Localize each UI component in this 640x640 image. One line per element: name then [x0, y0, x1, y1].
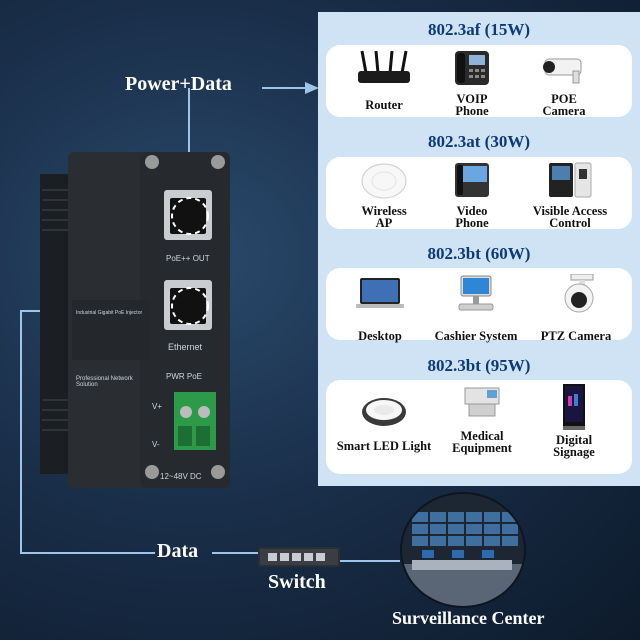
led-light-icon [334, 390, 434, 430]
switch-label: Switch [268, 571, 326, 593]
data-line-bottom [20, 552, 155, 554]
section-box-at: Wireless AP Video Phone Visible Access C… [326, 157, 632, 229]
label-voip-phone: VOIP Phone [455, 92, 489, 118]
label-medical: Medical Equipment [452, 429, 512, 455]
label-led-light: Smart LED Light [336, 439, 432, 453]
label-wireless-ap: Wireless AP [361, 204, 407, 230]
device-router: Router [338, 49, 430, 111]
device-voip-phone: VOIP Phone [426, 49, 518, 117]
wireless-ap-icon [338, 161, 430, 201]
ptz-camera-icon [526, 274, 626, 314]
brand-line-2: Professional Network Solution [76, 376, 133, 388]
section-title-at: 802.3at (30W) [428, 132, 530, 151]
power-data-label: Power+Data [125, 73, 232, 95]
arrow-right-icon [305, 82, 319, 94]
device-wireless-ap: Wireless AP [338, 161, 430, 229]
access-control-icon [516, 161, 624, 201]
label-video-phone: Video Phone [455, 204, 489, 230]
label-cashier: Cashier System [434, 329, 518, 343]
device-cashier: Cashier System [426, 274, 526, 342]
poe-out-label: PoE++ OUT [166, 254, 210, 263]
power-data-line-horizontal [262, 87, 312, 89]
device-video-phone: Video Phone [426, 161, 518, 229]
section-title-bt60: 802.3bt (60W) [427, 244, 531, 263]
label-access-control: Visible Access Control [532, 204, 608, 230]
v-minus-label: V- [152, 440, 160, 449]
label-signage: Digital Signage [553, 433, 595, 459]
signage-icon [524, 384, 624, 430]
desktop-icon [334, 274, 426, 314]
network-switch [258, 545, 340, 569]
section-box-bt60: Desktop Cashier System PTZ Camera [326, 268, 632, 342]
label-router: Router [365, 98, 403, 112]
device-poe-camera: POE Camera [518, 49, 610, 117]
label-poe-camera: POE Camera [542, 92, 586, 118]
pwr-poe-label: PWR PoE [166, 372, 203, 381]
device-medical: Medical Equipment [442, 384, 522, 454]
section-box-bt95: Smart LED Light Medical Equipment Digita… [326, 380, 632, 474]
label-ptz-camera: PTZ Camera [540, 329, 612, 343]
ethernet-port-icon [171, 287, 209, 325]
section-box-af: Router VOIP Phone POE Camera [326, 45, 632, 117]
poe-out-port-icon [171, 197, 209, 235]
section-title-bt95: 802.3bt (95W) [427, 356, 531, 375]
v-plus-label: V+ [152, 402, 163, 411]
brand-line-1: Industrial Gigabit PoE Injector [76, 310, 143, 316]
medical-icon [442, 384, 522, 424]
surveillance-center-image [400, 492, 526, 608]
voip-phone-icon [426, 49, 518, 89]
surveillance-center-label: Surveillance Center [392, 608, 545, 628]
ethernet-label: Ethernet [168, 342, 203, 352]
section-title-af: 802.3af (15W) [428, 20, 530, 39]
device-signage: Digital Signage [524, 384, 624, 458]
data-line-vertical [20, 311, 22, 553]
device-led-light: Smart LED Light [334, 390, 434, 452]
switch-to-surveillance-line [340, 560, 400, 562]
device-ptz-camera: PTZ Camera [526, 274, 626, 342]
device-access-control: Visible Access Control [516, 161, 624, 229]
router-icon [338, 49, 430, 89]
label-desktop: Desktop [358, 329, 402, 343]
data-label: Data [157, 540, 199, 562]
video-phone-icon [426, 161, 518, 201]
device-desktop: Desktop [334, 274, 426, 342]
power-data-line-vertical [188, 88, 190, 196]
poe-injector-device: PoE++ OUT Ethernet PWR PoE V+ V- 12~48V … [40, 150, 235, 490]
poe-camera-icon [518, 49, 610, 89]
cashier-icon [426, 274, 526, 314]
voltage-label: 12~48V DC [160, 472, 202, 481]
data-line-to-switch [212, 552, 260, 554]
switch-icon [258, 547, 340, 567]
